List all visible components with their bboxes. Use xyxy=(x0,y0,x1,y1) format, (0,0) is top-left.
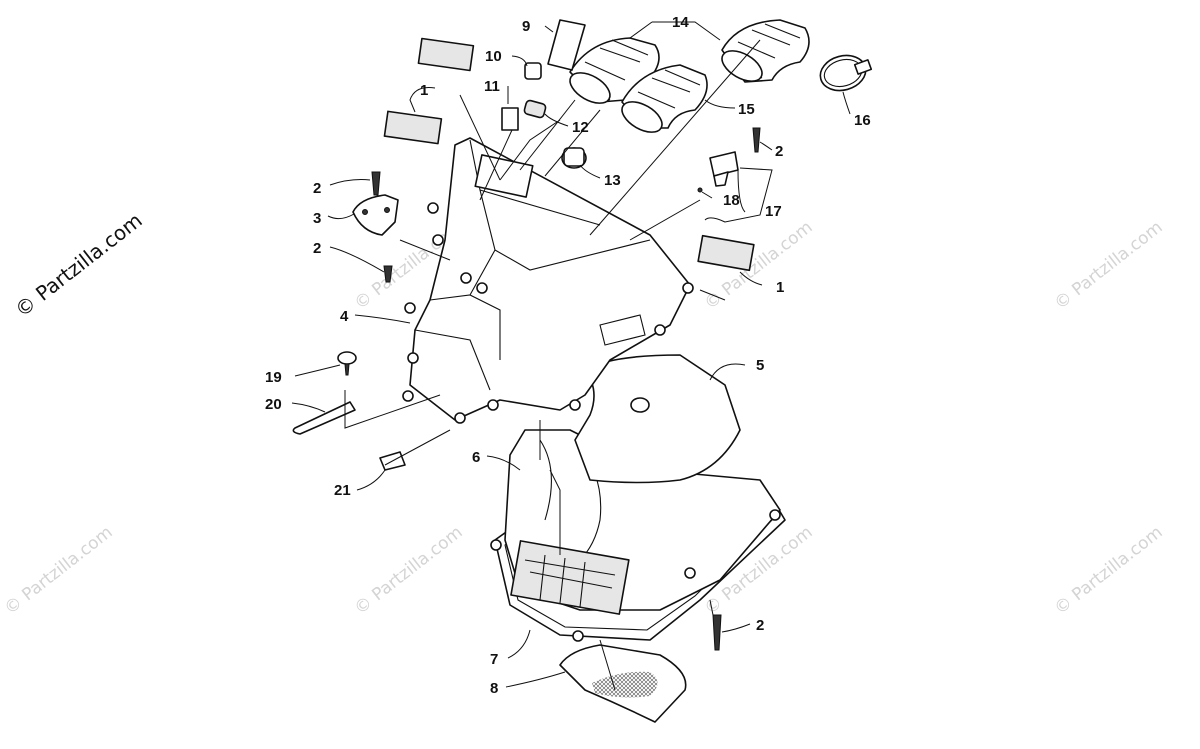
watermark: © Partzilla.com xyxy=(1051,217,1167,314)
callout-3: 3 xyxy=(313,210,321,227)
part-14-15-intake-boots xyxy=(569,19,810,133)
callout-13: 13 xyxy=(604,172,621,189)
watermark: © Partzilla.com xyxy=(701,217,817,314)
copyright-text: © Partzilla.com xyxy=(10,208,146,322)
callout-10: 10 xyxy=(485,48,502,65)
callout-12: 12 xyxy=(572,119,589,136)
callout-7: 7 xyxy=(490,651,498,668)
watermark: © Partzilla.com xyxy=(351,522,467,619)
callout-11: 11 xyxy=(484,78,500,95)
callout-6: 6 xyxy=(472,449,480,466)
watermark: © Partzilla.com xyxy=(1,522,117,619)
part-4-upper-airbox xyxy=(402,137,694,424)
callout-2: 2 xyxy=(313,180,321,197)
callout-4: 4 xyxy=(340,308,349,325)
callout-20: 20 xyxy=(265,396,282,413)
part-3-bracket xyxy=(352,194,399,236)
callout-1: 1 xyxy=(776,279,784,296)
part-16-clamp xyxy=(819,54,873,92)
part-8-screen xyxy=(559,644,687,723)
part-5-cover xyxy=(574,354,741,484)
callout-9: 9 xyxy=(522,18,530,35)
callout-21: 21 xyxy=(334,482,351,499)
callout-2: 2 xyxy=(756,617,764,634)
small-hardware xyxy=(292,19,761,651)
callout-18: 18 xyxy=(723,192,740,209)
callout-16: 16 xyxy=(854,112,871,129)
callout-19: 19 xyxy=(265,369,282,386)
callouts: 9 10 11 12 13 14 15 16 2 18 17 1 2 3 2 4… xyxy=(265,14,871,697)
part-6-lower-airbox xyxy=(490,429,781,642)
part-1-foam-pads xyxy=(383,37,755,272)
callout-8: 8 xyxy=(490,680,498,697)
callout-1: 1 xyxy=(420,82,428,99)
callout-2: 2 xyxy=(313,240,321,257)
callout-5: 5 xyxy=(756,357,764,374)
callout-14: 14 xyxy=(672,14,689,31)
watermark: © Partzilla.com xyxy=(1051,522,1167,619)
callout-2: 2 xyxy=(775,143,783,160)
callout-15: 15 xyxy=(738,101,755,118)
callout-17: 17 xyxy=(765,203,782,220)
leader-lines xyxy=(291,21,851,691)
